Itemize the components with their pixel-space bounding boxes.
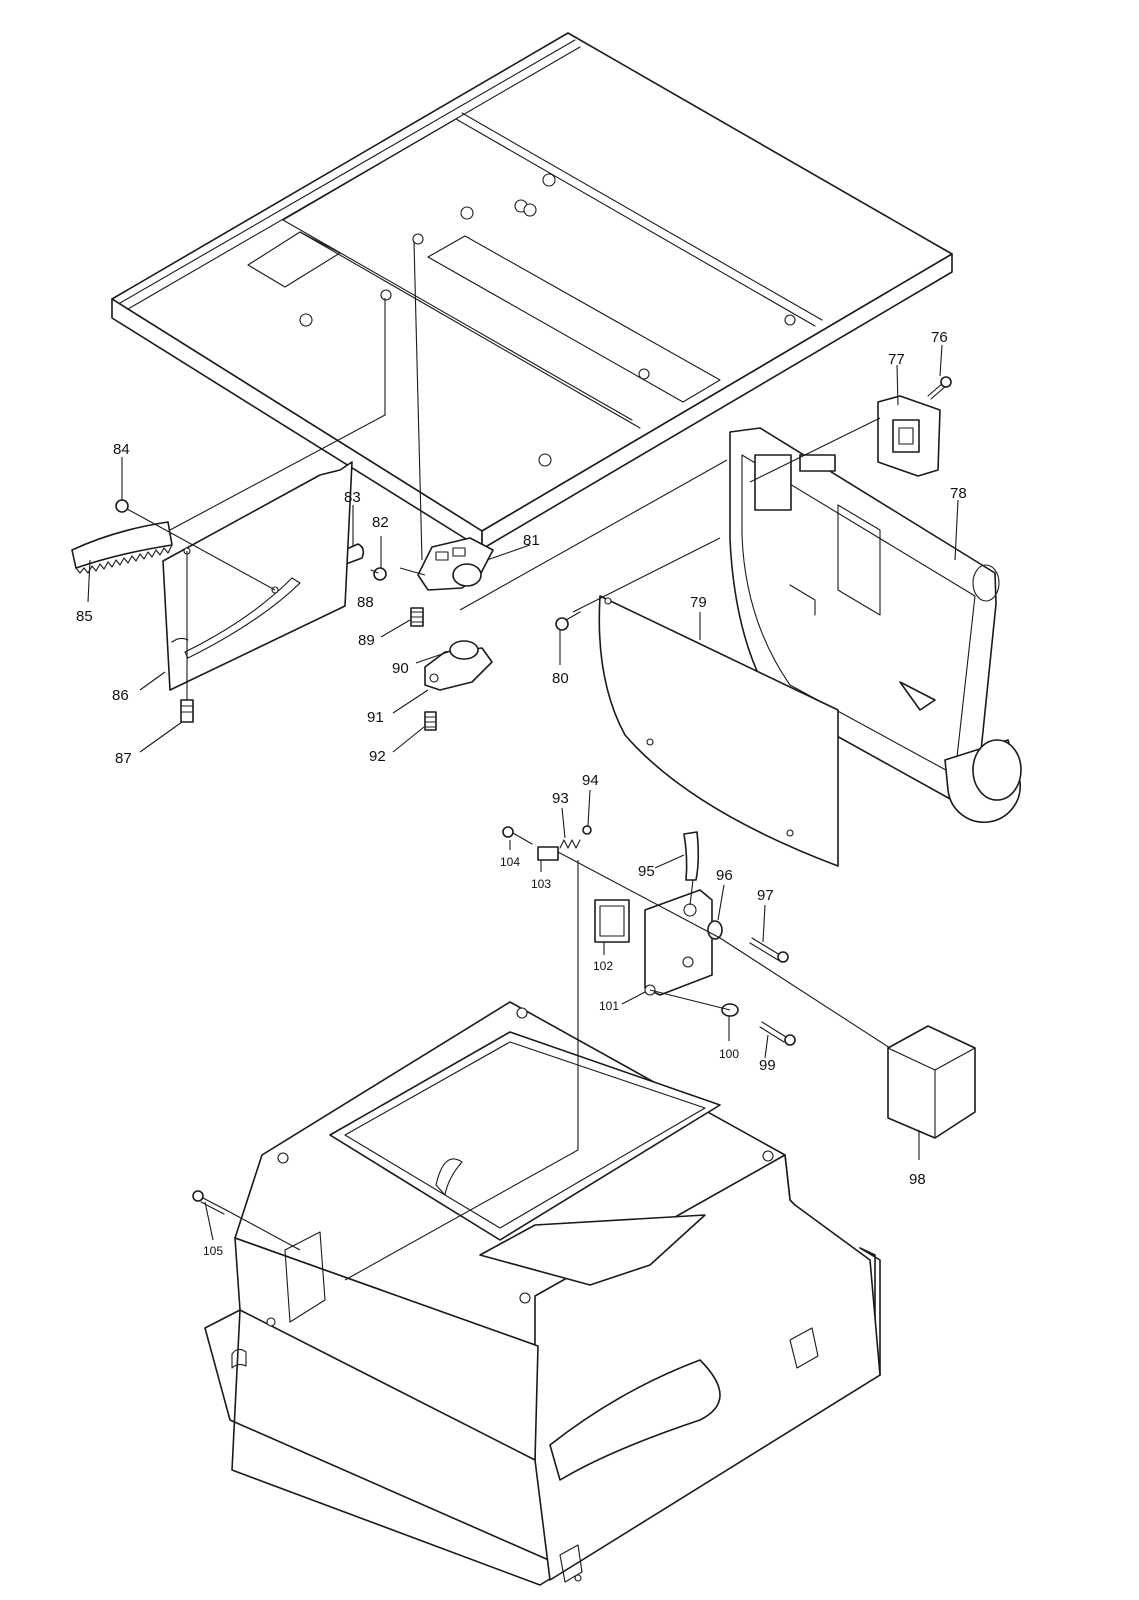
callout-105: 105 xyxy=(203,1244,223,1258)
callout-86: 86 xyxy=(112,687,129,704)
part-77-switch-plate xyxy=(877,395,941,477)
part-99-screw xyxy=(759,1021,796,1046)
part-96-bushing xyxy=(707,920,723,940)
table-top xyxy=(111,32,953,550)
callout-90: 90 xyxy=(392,660,409,677)
part-94-nut xyxy=(582,825,592,835)
callout-84: 84 xyxy=(113,441,130,458)
part-101-switch-plate xyxy=(644,889,713,996)
callout-104: 104 xyxy=(500,855,520,869)
callout-97: 97 xyxy=(757,887,774,904)
callout-98: 98 xyxy=(909,1171,926,1188)
callout-92: 92 xyxy=(369,748,386,765)
part-91-lower-bracket xyxy=(424,640,493,691)
callout-85: 85 xyxy=(76,608,93,625)
part-105-screw xyxy=(192,1190,227,1215)
callout-101: 101 xyxy=(599,999,619,1013)
part-84-screw xyxy=(115,499,141,517)
part-95-tube xyxy=(683,831,700,881)
callout-91: 91 xyxy=(367,709,384,726)
part-92-bolt xyxy=(424,711,437,731)
callout-80: 80 xyxy=(552,670,569,687)
part-103-holder xyxy=(537,846,559,861)
part-82-screw xyxy=(370,567,387,581)
part-104-bolt xyxy=(502,826,533,845)
callout-89: 89 xyxy=(358,632,375,649)
callout-88: 88 xyxy=(357,594,374,611)
callout-labels: 76 77 78 79 80 81 82 83 84 85 86 87 88 8… xyxy=(76,329,967,1258)
callout-78: 78 xyxy=(950,485,967,502)
part-86-bevel-plate xyxy=(162,461,353,723)
leader-lines xyxy=(87,241,959,1281)
saw-base xyxy=(204,1001,881,1586)
part-97-screw xyxy=(749,937,789,963)
callout-79: 79 xyxy=(690,594,707,611)
part-89-bolt xyxy=(410,607,424,627)
callout-96: 96 xyxy=(716,867,733,884)
part-76-screw xyxy=(927,376,952,400)
callout-83: 83 xyxy=(344,489,361,506)
callout-94: 94 xyxy=(582,772,599,789)
callout-95: 95 xyxy=(638,863,655,880)
callout-81: 81 xyxy=(523,532,540,549)
callout-82: 82 xyxy=(372,514,389,531)
part-79-cover-plate xyxy=(598,595,839,867)
callout-77: 77 xyxy=(888,351,905,368)
callout-103: 103 xyxy=(531,877,551,891)
callout-99: 99 xyxy=(759,1057,776,1074)
part-80-screw xyxy=(555,611,581,631)
callout-87: 87 xyxy=(115,750,132,767)
part-85-scale-rack xyxy=(71,521,173,574)
part-93-spring xyxy=(559,839,581,849)
part-102-switch xyxy=(594,899,630,943)
callout-93: 93 xyxy=(552,790,569,807)
callout-100: 100 xyxy=(719,1047,739,1061)
callout-102: 102 xyxy=(593,959,613,973)
part-81-bracket xyxy=(417,537,494,591)
callout-76: 76 xyxy=(931,329,948,346)
part-98-switch-box xyxy=(887,1025,976,1139)
